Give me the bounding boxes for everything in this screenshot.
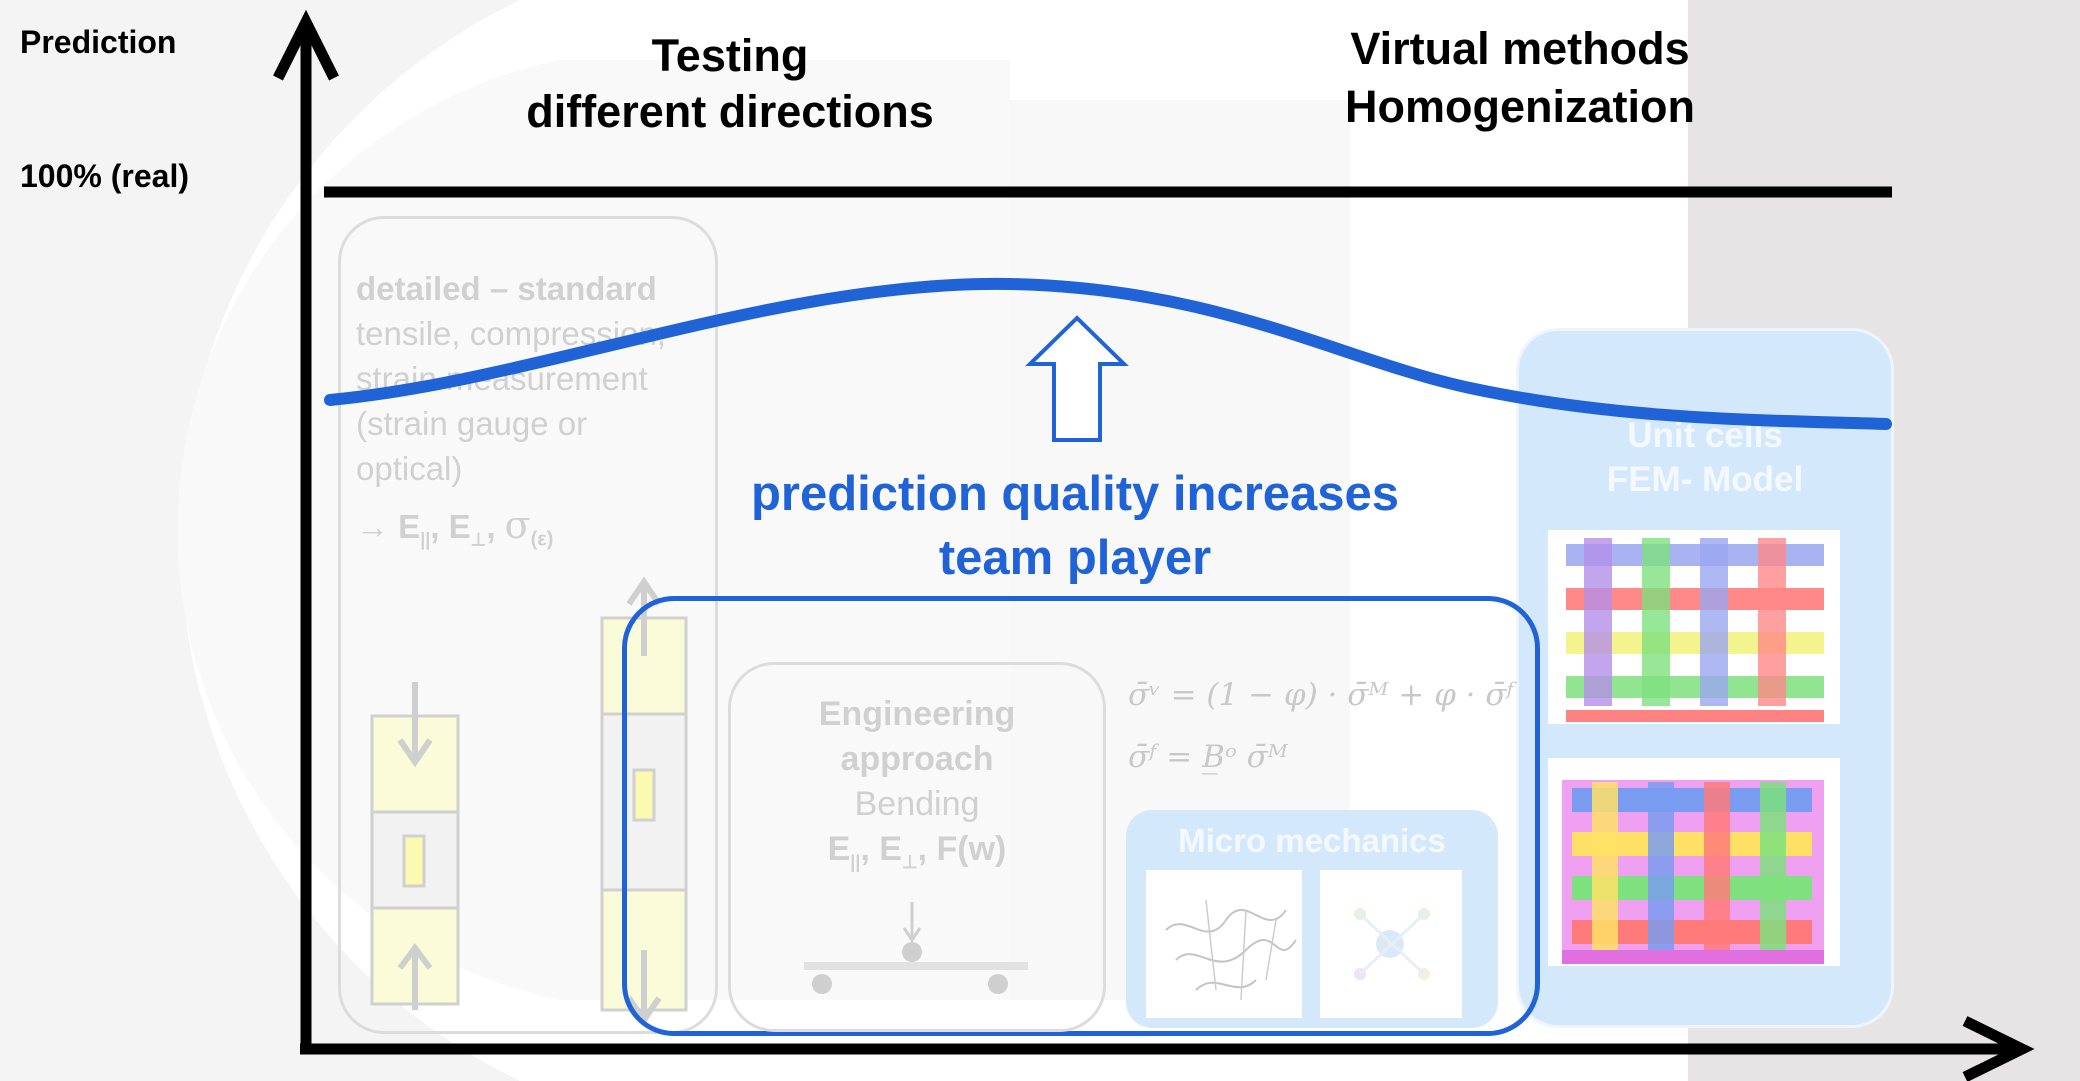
detailed-line3: (strain gauge or: [356, 405, 588, 442]
engineering-approach-text: Engineering approach Bending E||, E⊥, F(…: [728, 692, 1106, 885]
unit-cells-line2: FEM- Model: [1606, 460, 1804, 499]
reference-label: 100% (real): [20, 158, 189, 194]
y-axis-arrowhead: [273, 9, 339, 81]
engineering-result-e2-sub: ⊥: [901, 851, 918, 872]
detailed-result-e-parallel: E: [398, 508, 421, 545]
y-axis-label: Prediction: [20, 24, 177, 60]
detailed-result-sep1: ,: [430, 508, 449, 545]
detailed-result-sigma-sub: (ε): [530, 528, 554, 551]
woven-unit-cell-bottom: [1548, 758, 1840, 966]
equations: σ̄ᵛ = (1 − φ) · σ̄ᴹ + φ · σ̄ᶠ σ̄ᶠ = B̲ᵒ …: [1128, 664, 1514, 788]
engineering-result-e1: E: [827, 830, 851, 868]
detailed-result-arrow: →: [356, 508, 389, 545]
detailed-result: → E||, E⊥, σ(ε): [356, 503, 716, 563]
prediction-quality-curve: [324, 277, 1892, 430]
detailed-result-e-perp-sub: ⊥: [470, 529, 487, 550]
fiber-network-image: [1165, 899, 1297, 1001]
background-watermark-arc: [0, 0, 520, 1081]
virtual-heading-line1: Virtual methods: [1350, 23, 1690, 74]
detailed-line4: optical): [356, 450, 463, 487]
engineering-result: E||, E⊥, F(w): [728, 827, 1106, 885]
detailed-standard-box: [338, 216, 718, 1034]
engineering-result-tail: , F(w): [917, 830, 1007, 868]
detailed-result-sep2: ,: [486, 508, 505, 545]
testing-heading-line1: Testing: [651, 30, 809, 81]
team-player-box: [622, 596, 1540, 1036]
callout-line1: prediction quality increases: [750, 467, 1400, 521]
equation-2: σ̄ᶠ = B̲ᵒ σ̄ᴹ: [1128, 739, 1288, 775]
engineering-result-e1-sub: ||: [850, 851, 861, 872]
unit-cells-text: Unit cells FEM- Model: [1530, 414, 1880, 502]
x-axis-arrowhead: [1962, 1016, 2035, 1081]
increase-up-arrow: [1025, 315, 1129, 442]
detailed-standard-text: detailed – standard tensile, compression…: [356, 266, 716, 563]
engineering-result-sep1: , E: [860, 830, 902, 868]
callout-text: prediction quality increases team player: [700, 462, 1450, 590]
detailed-result-e-parallel-sub: ||: [420, 529, 431, 550]
engineering-line1: Engineering: [818, 695, 1016, 733]
detailed-title: detailed – standard: [356, 270, 657, 307]
testing-heading-line2: different directions: [526, 86, 934, 137]
bending-test-illustration: [804, 902, 1028, 994]
micro-mechanics-image-left: [1146, 870, 1302, 1018]
equation-1: σ̄ᵛ = (1 − φ) · σ̄ᴹ + φ · σ̄ᶠ: [1128, 677, 1514, 713]
engineering-approach-box: [728, 662, 1106, 1032]
virtual-methods-heading: Virtual methods Homogenization: [1290, 20, 1750, 136]
testing-heading: Testing different directions: [500, 28, 960, 140]
woven-unit-cell-top: [1548, 530, 1840, 724]
detailed-result-e-perp: E: [448, 508, 471, 545]
compression-specimen: [370, 682, 460, 1010]
virtual-heading-line2: Homogenization: [1345, 81, 1695, 132]
engineering-line2: approach: [840, 740, 994, 778]
micro-mechanics-title: Micro mechanics: [1178, 822, 1446, 859]
engineering-line3: Bending: [854, 785, 980, 823]
unit-cell-images: [1548, 530, 1840, 966]
detailed-result-sigma: σ: [504, 503, 531, 547]
micro-model-image: [1354, 908, 1430, 980]
callout-line2: team player: [938, 531, 1212, 585]
